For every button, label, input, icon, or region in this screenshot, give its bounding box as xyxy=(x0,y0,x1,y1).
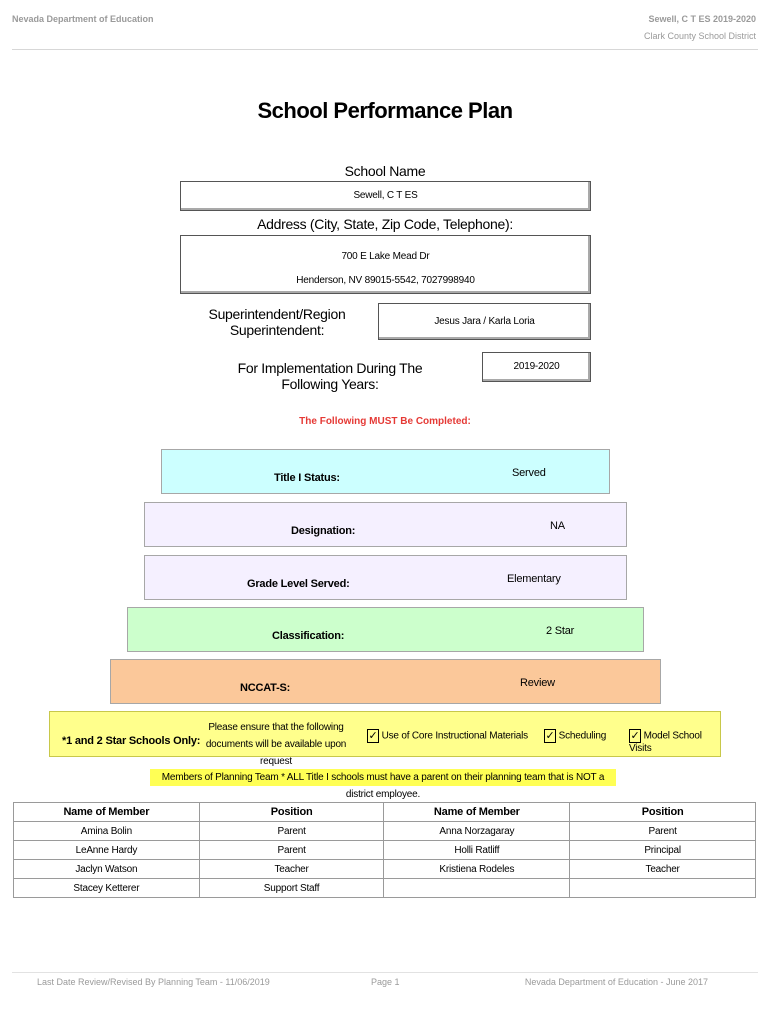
address-label: Address (City, State, Zip Code, Telephon… xyxy=(257,216,513,232)
member-position: Support Staff xyxy=(198,878,385,898)
band-designation-label: Designation: xyxy=(291,525,356,537)
member-position: Parent xyxy=(569,821,756,841)
member-name: Anna Norzagaray xyxy=(383,821,571,841)
band-title-i-status-value: Served xyxy=(512,467,546,479)
star-schools-label: *1 and 2 Star Schools Only: xyxy=(62,735,201,747)
member-position xyxy=(569,878,756,898)
band-grade-level-label: Grade Level Served: xyxy=(247,578,350,590)
footer-review-date: Last Date Review/Revised By Planning Tea… xyxy=(37,977,270,987)
header-name-of-member: Name of Member xyxy=(13,802,200,822)
superintendent-label: Superintendent/Region Superintendent: xyxy=(200,306,354,338)
table-header-row: Name of Member Position Name of Member P… xyxy=(13,802,756,822)
band-nccat-s-label: NCCAT-S: xyxy=(240,682,291,694)
school-name-label: School Name xyxy=(344,163,426,179)
checkbox-scheduling[interactable]: ✓ Scheduling xyxy=(544,729,606,743)
header-district: Clark County School District xyxy=(643,31,756,41)
checkbox-model-visits[interactable]: ✓ Model School Visits xyxy=(629,729,720,754)
header-name-of-member: Name of Member xyxy=(383,802,571,822)
table-row: Jaclyn Watson Teacher Kristiena Rodeles … xyxy=(13,859,756,879)
star-schools-note: Please ensure that the following documen… xyxy=(194,719,358,770)
band-title-i-status: Title I Status: Served xyxy=(161,449,610,494)
member-name xyxy=(383,878,571,898)
header-position: Position xyxy=(198,802,385,822)
member-name: Stacey Ketterer xyxy=(13,878,200,898)
check-icon: ✓ xyxy=(629,729,641,743)
checkbox-core-materials[interactable]: ✓ Use of Core Instructional Materials xyxy=(367,729,528,743)
check-icon: ✓ xyxy=(367,729,379,743)
band-nccat-s-value: Review xyxy=(520,677,555,689)
member-position: Parent xyxy=(198,821,385,841)
star-schools-row: *1 and 2 Star Schools Only: Please ensur… xyxy=(49,711,721,767)
checkbox-scheduling-label: Scheduling xyxy=(558,730,607,742)
band-classification: Classification: 2 Star xyxy=(127,607,644,652)
member-name: Amina Bolin xyxy=(13,821,200,841)
footer-department: Nevada Department of Education - June 20… xyxy=(524,977,708,987)
member-name: Jaclyn Watson xyxy=(13,859,200,879)
footer-page-number: Page 1 xyxy=(371,977,400,987)
page-title: School Performance Plan xyxy=(257,98,513,123)
table-row: LeAnne Hardy Parent Holli Ratliff Princi… xyxy=(13,840,756,860)
member-name: LeAnne Hardy xyxy=(13,840,200,860)
years-box: 2019-2020 xyxy=(482,352,591,382)
table-row: Stacey Ketterer Support Staff xyxy=(13,878,756,898)
check-icon: ✓ xyxy=(544,729,556,743)
school-name-value: Sewell, C T ES xyxy=(353,190,418,201)
band-nccat-s: NCCAT-S: Review xyxy=(110,659,661,704)
superintendent-label-line-1: Superintendent/Region xyxy=(208,306,346,322)
checkbox-core-materials-label: Use of Core Instructional Materials xyxy=(381,730,529,742)
band-classification-label: Classification: xyxy=(272,630,345,642)
band-classification-value: 2 Star xyxy=(546,625,575,637)
header-school-year: Sewell, C T ES 2019-2020 xyxy=(648,14,756,24)
years-value: 2019-2020 xyxy=(513,361,560,372)
checkbox-model-visits-label: Model School Visits xyxy=(629,730,702,754)
member-name: Holli Ratliff xyxy=(383,840,571,860)
planning-team-table: Name of Member Position Name of Member P… xyxy=(13,802,756,898)
superintendent-value: Jesus Jara / Karla Loria xyxy=(434,316,535,327)
superintendent-box: Jesus Jara / Karla Loria xyxy=(378,303,591,340)
must-complete-notice: The Following MUST Be Completed: xyxy=(299,416,471,427)
header-agency: Nevada Department of Education xyxy=(12,14,154,24)
member-position: Teacher xyxy=(198,859,385,879)
school-name-box: Sewell, C T ES xyxy=(180,181,591,211)
band-designation: Designation: NA xyxy=(144,502,627,547)
header-divider xyxy=(12,49,758,50)
member-name: Kristiena Rodeles xyxy=(383,859,571,879)
members-note: Members of Planning Team * ALL Title I s… xyxy=(150,769,616,800)
table-row: Amina Bolin Parent Anna Norzagaray Paren… xyxy=(13,821,756,841)
star-schools-note-line-2: documents will be available upon request xyxy=(205,739,347,767)
member-position: Principal xyxy=(569,840,756,860)
band-grade-level: Grade Level Served: Elementary xyxy=(144,555,627,600)
header-position: Position xyxy=(569,802,756,822)
address-line-2: Henderson, NV 89015-5542, 7027998940 xyxy=(296,275,475,286)
star-schools-note-line-1: Please ensure that the following xyxy=(208,722,344,733)
superintendent-label-line-2: Superintendent: xyxy=(229,322,325,338)
band-designation-value: NA xyxy=(550,520,565,532)
member-position: Teacher xyxy=(569,859,756,879)
address-line-1: 700 E Lake Mead Dr xyxy=(341,251,430,262)
address-box: 700 E Lake Mead Dr Henderson, NV 89015-5… xyxy=(180,235,591,294)
footer-divider xyxy=(12,972,758,973)
band-title-i-status-label: Title I Status: xyxy=(274,472,340,484)
member-position: Parent xyxy=(198,840,385,860)
band-grade-level-value: Elementary xyxy=(507,573,561,585)
years-label: For Implementation During The Following … xyxy=(237,360,423,392)
